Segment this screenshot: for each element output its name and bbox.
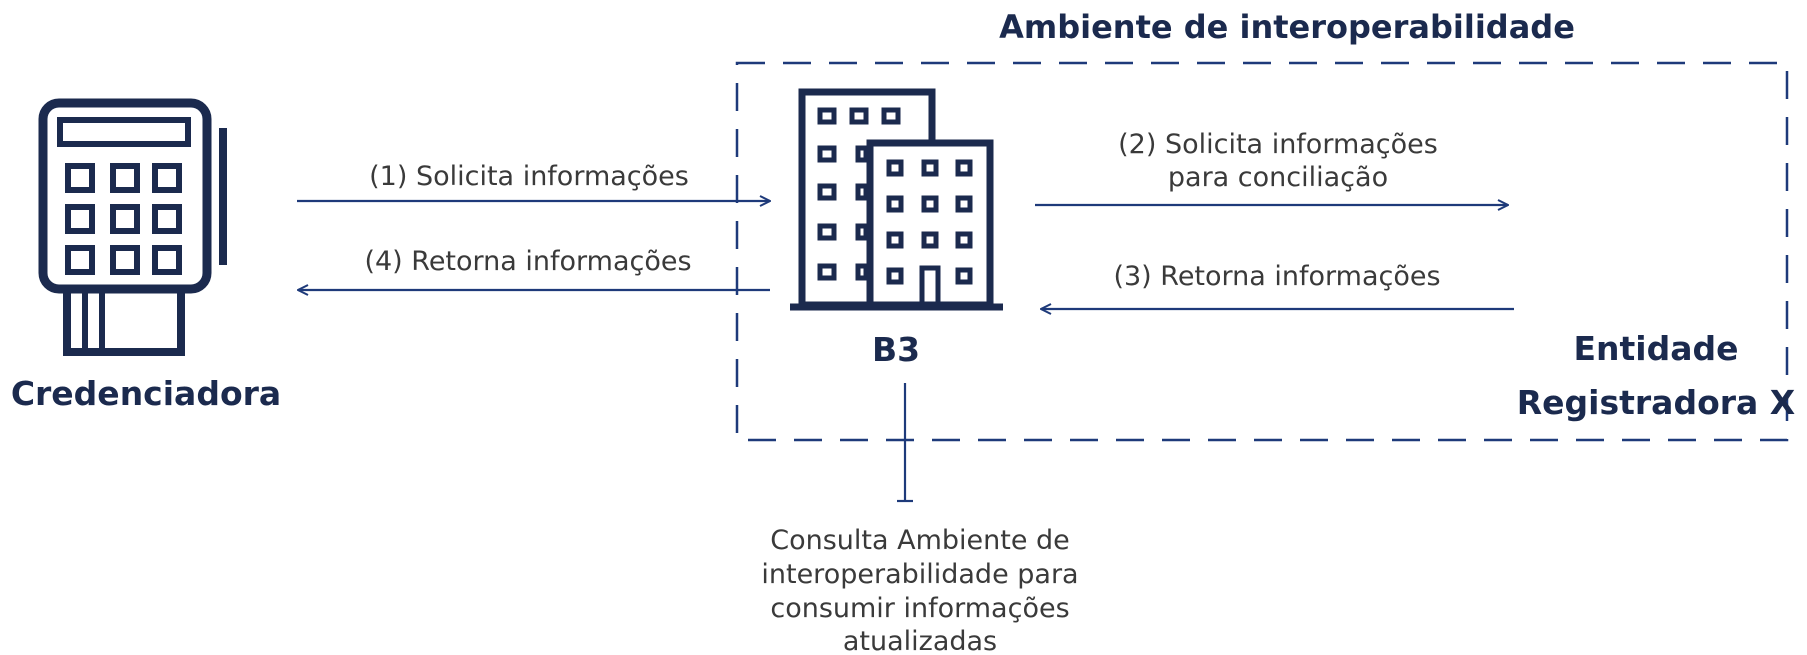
edge-4-label: (4) Retorna informações [364, 246, 691, 277]
note-line-3: consumir informações [770, 593, 1069, 624]
edge-2-label-line1: (2) Solicita informações [1118, 129, 1438, 160]
note-line-2: interoperabilidade para [761, 559, 1078, 590]
note-line-1: Consulta Ambiente de [770, 525, 1070, 556]
edge-2-label-line2: para conciliação [1168, 162, 1388, 193]
b3-label: B3 [872, 330, 920, 369]
buildings-icon [790, 88, 1003, 311]
credenciadora-label: Credenciadora [11, 374, 281, 413]
zone-title: Ambiente de interoperabilidade [999, 8, 1575, 46]
interoperability-zone-border [735, 61, 1789, 442]
registradora-label-line1: Entidade [1573, 329, 1738, 368]
edge-3-label: (3) Retorna informações [1113, 261, 1440, 292]
note-line-4: atualizadas [843, 626, 997, 655]
card-terminal-icon [38, 98, 227, 356]
edge-1-label: (1) Solicita informações [369, 161, 689, 192]
registradora-label-line2: Registradora X [1517, 383, 1795, 422]
